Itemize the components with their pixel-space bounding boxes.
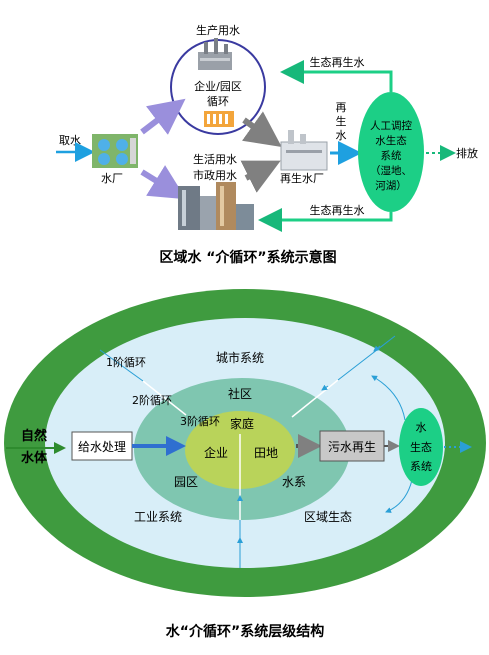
community-line-right — [291, 379, 339, 418]
natural-water-label-2: 水体 — [21, 450, 48, 466]
recycled-plant-icon — [280, 130, 328, 171]
factory-icon — [198, 38, 232, 70]
enterprise-inner-label: 企业 — [204, 445, 228, 460]
eco-loop-arc-top — [371, 375, 406, 421]
eco-line-5: 河湖） — [375, 180, 407, 192]
bottom-title: 水“介循环”系统层级结构 — [166, 623, 324, 640]
eco-system-ellipse — [358, 92, 424, 212]
city-system-label: 城市系统 — [216, 350, 264, 365]
top-title: 区域水 “介循环”系统示意图 — [159, 249, 336, 266]
sewage-regen-box — [319, 430, 385, 462]
water-supply-label: 给水处理 — [78, 440, 126, 454]
regional-water-diagram: 生产用水 企业/园区 循环 取水 水厂 生活用水 市政用水 — [56, 23, 478, 266]
water-supply-box — [71, 431, 133, 461]
loop1-label: 1阶循环 — [106, 355, 146, 369]
eco-recycled-bottom-label: 生态再生水 — [310, 203, 365, 217]
loop2-label: 2阶循环 — [132, 393, 172, 407]
hierarchy-diagram: 城市系统 1阶循环 2阶循环 3阶循环 社区 家庭 企业 田地 园区 水系 工业… — [4, 289, 486, 640]
arrow-city-to-recycle — [240, 160, 281, 193]
building-icon — [204, 111, 234, 127]
loop-arrow-2 — [373, 345, 381, 352]
discharge-label: 排放 — [456, 146, 478, 160]
park-label: 园区 — [174, 475, 198, 489]
eco-loop-arc-bottom — [385, 479, 413, 513]
arrow-enterprise-to-recycle — [242, 111, 282, 147]
city-line-right — [337, 335, 396, 381]
regional-eco-label: 区域生态 — [304, 510, 352, 524]
water-eco-line-1: 水 — [416, 421, 427, 434]
eco-line-4: （湿地、 — [370, 164, 412, 177]
city-line-left — [99, 349, 144, 382]
eco-line-1: 人工调控 — [370, 119, 412, 132]
water-system-label: 水系 — [282, 475, 306, 489]
recycled-water-char-1: 再 — [336, 101, 347, 114]
enterprise-label-1: 企业/园区 — [194, 79, 242, 93]
eco-return-top — [280, 60, 393, 92]
eco-line-3: 系统 — [381, 149, 402, 162]
municipal-label: 市政用水 — [193, 168, 237, 182]
production-water-label: 生产用水 — [196, 23, 240, 37]
eco-recycled-top-label: 生态再生水 — [310, 55, 365, 69]
natural-water-label-1: 自然 — [21, 428, 47, 444]
water-plant-label: 水厂 — [101, 172, 123, 185]
eco-line-2: 水生态 — [375, 134, 407, 147]
community-label: 社区 — [228, 386, 252, 401]
domestic-label: 生活用水 — [193, 152, 237, 166]
sewage-regen-label: 污水再生 — [328, 440, 376, 454]
water-eco-ellipse — [399, 408, 443, 486]
loop3-label: 3阶循环 — [180, 414, 220, 428]
city-buildings-icon — [178, 182, 254, 230]
arrow-to-enterprise — [140, 98, 186, 135]
recycled-water-char-3: 水 — [336, 129, 347, 142]
water-eco-line-2: 生态 — [410, 440, 432, 454]
intake-label: 取水 — [59, 134, 81, 147]
arrow-to-city — [140, 165, 187, 200]
eco-return-bottom — [258, 208, 393, 232]
community-line-left — [142, 380, 187, 416]
loop-arrow-1 — [321, 384, 329, 391]
farmland-label: 田地 — [254, 446, 278, 460]
recycled-plant-label: 再生水厂 — [280, 171, 324, 185]
water-eco-line-3: 系统 — [410, 460, 432, 473]
industrial-system-label: 工业系统 — [134, 510, 182, 524]
water-plant-icon — [92, 134, 138, 168]
recycled-water-char-2: 生 — [336, 114, 347, 128]
family-label: 家庭 — [230, 416, 254, 431]
enterprise-label-2: 循环 — [207, 95, 229, 108]
